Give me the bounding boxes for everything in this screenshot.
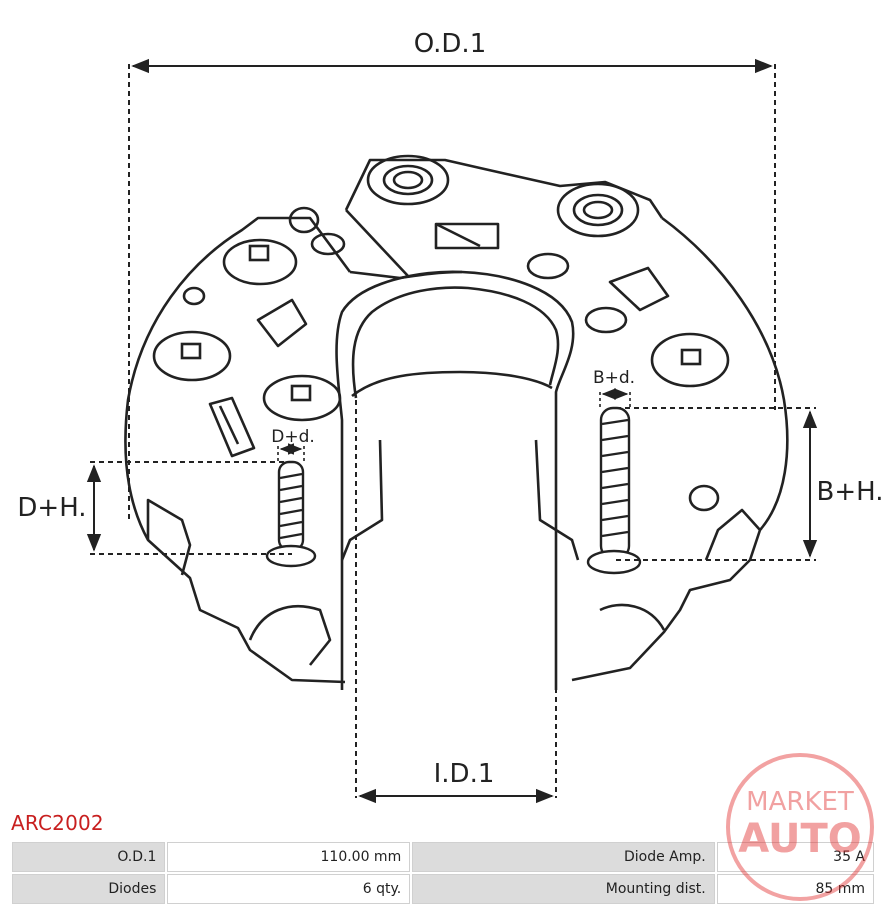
bolt-left bbox=[265, 460, 317, 568]
part-code: ARC2002 bbox=[11, 811, 104, 835]
od1-label: O.D.1 bbox=[414, 29, 487, 59]
spec-label: Mounting dist. bbox=[412, 874, 715, 904]
dimension-lines bbox=[86, 58, 818, 804]
spec-value: 35 A bbox=[716, 842, 874, 872]
spec-value: 110.00 mm bbox=[167, 842, 411, 872]
spec-value: 85 mm bbox=[716, 874, 874, 904]
rectifier-diagram: O.D.1 I.D.1 D+H. B+H. D+d. B+d. bbox=[17, 29, 884, 804]
dd-label: D+d. bbox=[271, 427, 315, 447]
table-row: O.D.1 110.00 mm Diode Amp. 35 A bbox=[12, 842, 874, 872]
spec-table: O.D.1 110.00 mm Diode Amp. 35 A Diodes 6… bbox=[10, 840, 876, 906]
table-row: Diodes 6 qty. Mounting dist. 85 mm bbox=[12, 874, 874, 904]
spec-label: Diode Amp. bbox=[412, 842, 715, 872]
terminal-holes bbox=[152, 154, 730, 512]
id1-label: I.D.1 bbox=[434, 759, 495, 789]
bh-label: B+H. bbox=[817, 477, 884, 507]
bd-label: B+d. bbox=[593, 368, 635, 388]
rectifier-body bbox=[124, 158, 789, 690]
spec-value: 6 qty. bbox=[167, 874, 411, 904]
spec-label: O.D.1 bbox=[12, 842, 166, 872]
bolt-right bbox=[586, 406, 642, 575]
dh-label: D+H. bbox=[17, 493, 86, 523]
spec-label: Diodes bbox=[12, 874, 166, 904]
